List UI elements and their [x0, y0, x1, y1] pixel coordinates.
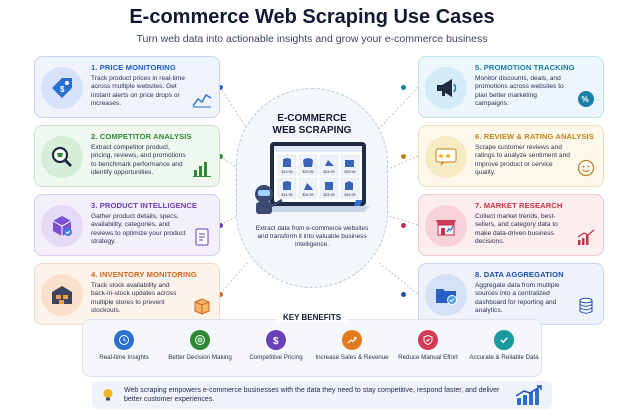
key-benefits-panel	[82, 319, 542, 377]
center-description: Extract data from e-commerce websites an…	[255, 225, 369, 249]
benefit-competitive-pricing: $ Competitive Pricing	[238, 330, 314, 362]
card-description: Extract competitor product, pricing, rev…	[91, 144, 186, 177]
benefit-increase-sales-revenue: Increase Sales & Revenue	[314, 330, 390, 362]
box-icon	[194, 298, 210, 315]
connector-dot	[401, 223, 406, 228]
document-icon	[195, 228, 209, 246]
card-title: 1. PRICE MONITORING	[91, 63, 176, 72]
footer-text: Web scraping empowers e-commerce busines…	[124, 387, 500, 403]
page-title: E-commerce Web Scraping Use Cases	[129, 6, 495, 28]
card-data-aggregation: 8. DATA AGGREGATION Aggregate data from …	[418, 263, 604, 325]
market-storefront-icon	[425, 205, 467, 247]
card-title: 5. PROMOTION TRACKING	[475, 63, 575, 72]
bar-chart-icon	[193, 162, 211, 177]
card-description: Scrape customer reviews and ratings to a…	[475, 144, 570, 177]
key-benefits-title: KEY BENEFITS	[82, 313, 542, 322]
benefit-label: Real-time Insights	[99, 354, 149, 361]
card-market-research: 7. MARKET RESEARCH Collect market trends…	[418, 194, 604, 256]
card-description: Aggregate data from multiple sources int…	[475, 282, 560, 315]
price-label: $29.99	[303, 170, 314, 174]
dollar-icon: $	[266, 330, 286, 350]
price-label: $39.99	[345, 170, 356, 174]
key-benefits-title-text: KEY BENEFITS	[276, 313, 348, 322]
card-description: Gather product details, specs, availabil…	[91, 213, 186, 246]
shield-check-icon	[418, 330, 438, 350]
price-label: $49.99	[345, 193, 356, 197]
connector-dot	[218, 292, 223, 297]
trend-up-icon	[577, 229, 595, 245]
connector-dot	[218, 85, 223, 90]
card-title: 4. INVENTORY MONITORING	[91, 270, 197, 279]
connector-dot	[401, 85, 406, 90]
card-inventory-monitoring: 4. INVENTORY MONITORING Track stock avai…	[34, 263, 220, 325]
card-title: 3. PRODUCT INTELLIGENCE	[91, 201, 198, 210]
lightbulb-icon	[103, 389, 113, 401]
cube-icon	[41, 205, 83, 247]
benefit-label: Increase Sales & Revenue	[315, 354, 389, 361]
laptop-illustration	[255, 142, 370, 214]
price-labels: $19.99 $29.99 $24.99 $39.99 $14.99 $34.9…	[282, 170, 356, 197]
price-label: $19.99	[282, 170, 293, 174]
card-product-intelligence: 3. PRODUCT INTELLIGENCE Gather product d…	[34, 194, 220, 256]
benefit-better-decision-making: Better Decision Making	[162, 330, 238, 362]
clock-icon	[114, 330, 134, 350]
price-label: $34.99	[303, 193, 314, 197]
benefit-label: Reduce Manual Effort	[398, 354, 458, 361]
card-price-monitoring: $ 1. PRICE MONITORING Track product pric…	[34, 56, 220, 118]
center-title-line1: E-COMMERCE	[277, 113, 347, 124]
connector-dot	[218, 154, 223, 159]
card-description: Collect market trends, best-sellers, and…	[475, 213, 558, 246]
svg-text:$: $	[60, 85, 65, 94]
benefit-label: Better Decision Making	[168, 354, 232, 361]
smiley-icon	[577, 159, 595, 177]
svg-text:$: $	[273, 336, 279, 346]
connector-dot	[401, 292, 406, 297]
benefit-reduce-manual-effort: Reduce Manual Effort	[390, 330, 466, 362]
card-title: 8. DATA AGGREGATION	[475, 270, 564, 279]
center-title: E-COMMERCE WEB SCRAPING	[236, 113, 388, 137]
footer-banner: Web scraping empowers e-commerce busines…	[92, 381, 552, 409]
card-title: 6. REVIEW & RATING ANALYSIS	[475, 132, 594, 141]
benefit-accurate-reliable-data: Accurate & Reliable Data	[466, 330, 542, 362]
target-icon	[190, 330, 210, 350]
price-label: $14.99	[282, 193, 293, 197]
percent-badge-icon: %	[578, 91, 594, 107]
card-description: Track product prices in real-time across…	[91, 75, 185, 108]
card-competitor-analysis: 2. COMPETITOR ANALYSIS Extract competito…	[34, 125, 220, 187]
database-icon	[579, 297, 593, 314]
growth-chart-icon	[342, 330, 362, 350]
card-description: Monitor discounts, deals, and promotions…	[475, 75, 564, 108]
card-review-rating-analysis: 6. REVIEW & RATING ANALYSIS Scrape custo…	[418, 125, 604, 187]
page-subtitle: Turn web data into actionable insights a…	[136, 33, 488, 45]
card-promotion-tracking: 5. PROMOTION TRACKING Monitor discounts,…	[418, 56, 604, 118]
growth-arrow-icon	[515, 385, 542, 405]
svg-text:%: %	[582, 95, 589, 104]
check-badge-icon	[494, 330, 514, 350]
card-title: 7. MARKET RESEARCH	[475, 201, 563, 210]
review-stars-icon	[425, 136, 467, 178]
price-label: $24.99	[324, 170, 335, 174]
magnifier-cart-icon	[41, 136, 83, 178]
connector-dot	[218, 223, 223, 228]
warehouse-icon	[41, 274, 83, 316]
card-description: Track stock availability and back-in-sto…	[91, 282, 177, 315]
folder-icon	[425, 274, 467, 316]
line-chart-icon	[192, 94, 212, 108]
megaphone-icon	[425, 67, 467, 109]
card-title: 2. COMPETITOR ANALYSIS	[91, 132, 192, 141]
benefit-label: Competitive Pricing	[249, 354, 303, 361]
benefit-real-time-insights: Real-time Insights	[86, 330, 162, 362]
connector-dot	[401, 154, 406, 159]
benefit-label: Accurate & Reliable Data	[469, 354, 539, 361]
price-tag-icon: $	[41, 67, 83, 109]
price-label: $24.99	[324, 193, 335, 197]
center-title-line2: WEB SCRAPING	[272, 125, 352, 136]
